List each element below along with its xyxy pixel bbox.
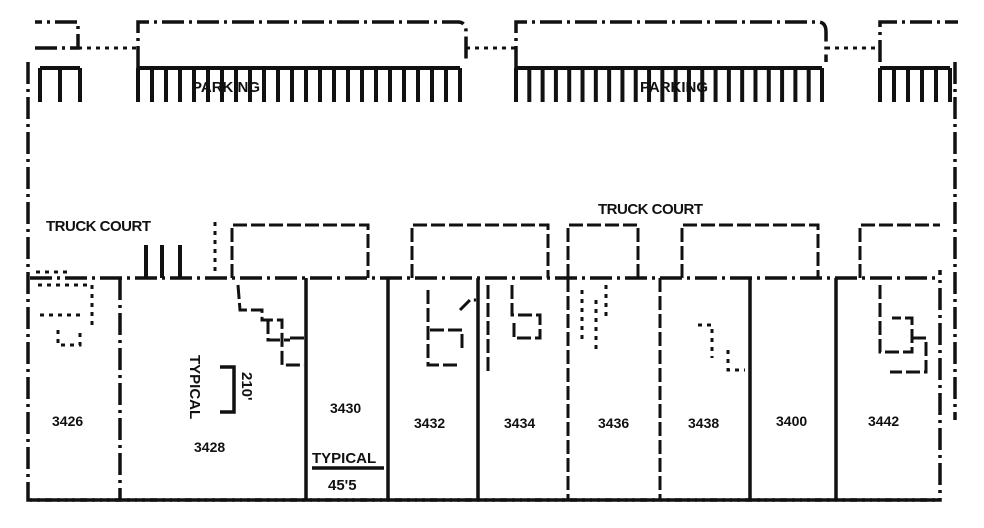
parking-label-left: PARKING [192, 79, 260, 96]
unit-number-3430: 3430 [330, 400, 361, 416]
parking-label-right: PARKING [640, 79, 708, 96]
depth-dimension-bracket [220, 365, 236, 414]
depth-dimension-value: 210' [238, 372, 255, 401]
demising-walls [304, 278, 838, 500]
unit-number-3426: 3426 [52, 413, 83, 429]
unit-number-3400: 3400 [776, 413, 807, 429]
unit-number-3436: 3436 [598, 415, 629, 431]
site-boundary [26, 62, 957, 502]
unit-number-3438: 3438 [688, 415, 719, 431]
unit-number-3432: 3432 [414, 415, 445, 431]
unit-labels: 3426 3428 3430 3432 3434 3436 3438 3400 3442 [52, 400, 899, 455]
truck-court-label-right: TRUCK COURT [598, 201, 703, 218]
office-buildouts [38, 283, 928, 374]
typical-depth-label: TYPICAL [186, 355, 203, 419]
building-outline [30, 276, 940, 502]
width-dimension-value: 45'5 [328, 477, 357, 494]
parking-stalls [38, 66, 952, 102]
parking-island-outlines [35, 20, 958, 68]
typical-width-label: TYPICAL [312, 450, 376, 467]
unit-number-3434: 3434 [504, 415, 535, 431]
truck-court-label-left: TRUCK COURT [46, 218, 151, 235]
unit-number-3428: 3428 [194, 439, 225, 455]
dock-aprons [36, 222, 940, 278]
unit-number-3442: 3442 [868, 413, 899, 429]
